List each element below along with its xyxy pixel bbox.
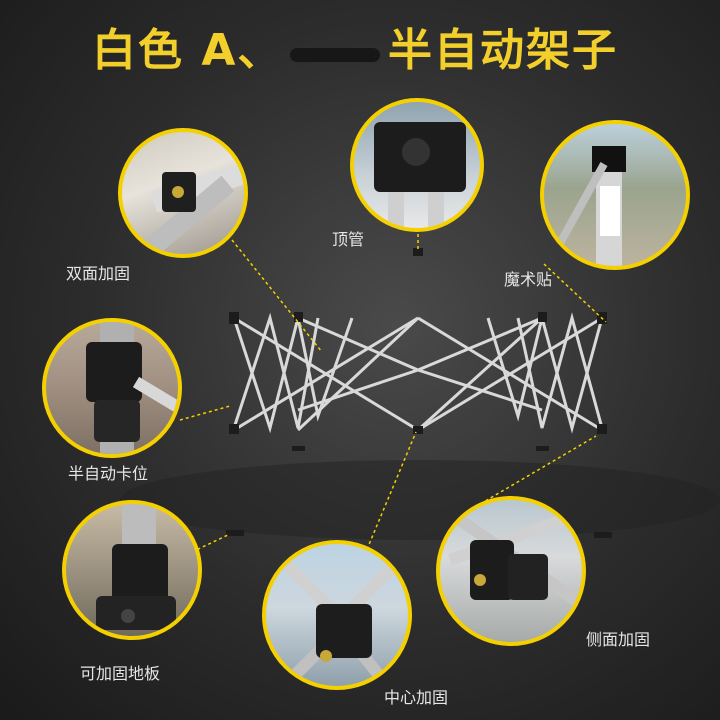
- detail-circle-floor: [62, 500, 202, 640]
- label-double-reinforce: 双面加固: [66, 264, 131, 283]
- label-floor: 可加固地板: [80, 664, 161, 683]
- truss-front-right-b: [516, 312, 604, 429]
- foot-plate-fl: [226, 530, 244, 536]
- foot-plate-bl: [292, 446, 305, 451]
- truss-front-left-b: [232, 312, 320, 429]
- connector-top-center: [413, 248, 423, 256]
- connector-top-fl: [229, 312, 239, 324]
- leader-double-reinforce: [231, 239, 323, 353]
- frame-trusses: [232, 312, 604, 434]
- connector-mid-fl: [229, 424, 239, 434]
- title-left: 白色 A、: [92, 25, 284, 76]
- truss-back-a: [297, 316, 419, 372]
- truss-center-d: [416, 316, 544, 432]
- truss-back-c: [297, 368, 419, 412]
- label-top-tube: 顶管: [332, 230, 365, 249]
- leader-center: [359, 431, 417, 567]
- connector-top-br: [538, 312, 547, 322]
- floor-shadow: [120, 460, 720, 540]
- floor-icon: [96, 504, 176, 630]
- truss-back-d: [417, 368, 543, 412]
- semi-auto-lock-icon: [86, 322, 178, 454]
- page-title: 白色 A、 半自动架子: [0, 14, 720, 76]
- connector-mid-fr: [597, 424, 607, 434]
- detail-circle-double-reinforce: [118, 128, 248, 258]
- label-center: 中心加固: [384, 688, 449, 707]
- connector-top-bl: [294, 312, 303, 322]
- detail-circle-top-tube: [350, 98, 484, 232]
- truss-back-b: [417, 316, 543, 372]
- detail-circle-velcro: [540, 120, 690, 270]
- leader-velcro: [543, 263, 607, 323]
- detail-circle-side: [436, 496, 586, 646]
- detail-circle-semi-auto-lock: [42, 318, 182, 458]
- label-semi-auto-lock: 半自动卡位: [68, 464, 149, 483]
- connector-center: [413, 426, 423, 434]
- blurred-text-mark: [290, 48, 380, 62]
- truss-center-b: [296, 316, 420, 432]
- truss-mid-b: [417, 316, 603, 432]
- foot-plate-fr: [594, 532, 612, 538]
- label-velcro: 魔术贴: [504, 270, 553, 289]
- detail-circle-center: [262, 540, 412, 690]
- label-side: 侧面加固: [586, 630, 651, 649]
- leader-semi-auto-lock: [179, 405, 231, 421]
- truss-mid-a: [233, 316, 419, 432]
- top-tube-icon: [374, 122, 466, 228]
- title-right: 半自动架子: [388, 25, 618, 76]
- velcro-icon: [550, 146, 626, 266]
- foot-plate-br: [536, 446, 549, 451]
